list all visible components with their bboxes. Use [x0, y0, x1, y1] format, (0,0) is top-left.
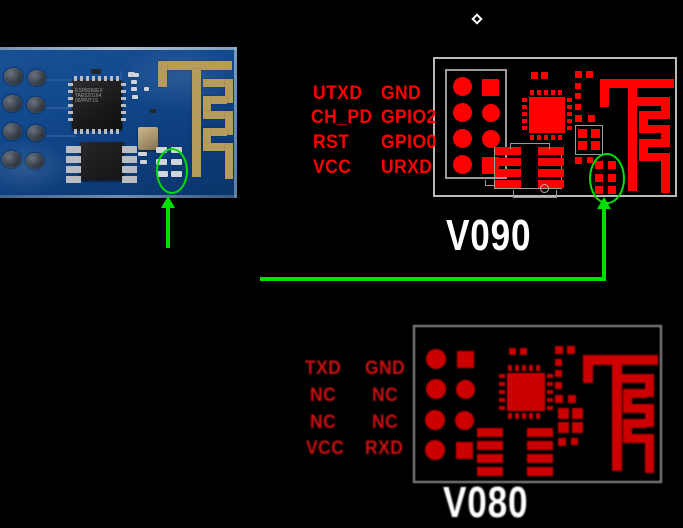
v080-pad-nc4 [455, 411, 474, 430]
highlight-connector-line [260, 277, 604, 281]
v090-pad-chpd [453, 103, 472, 122]
v090-pin-label-right-0: GND [381, 83, 422, 104]
v090-board-outline [433, 57, 677, 198]
v090-pad-utxd [453, 77, 472, 96]
v090-pad-gnd [482, 79, 499, 96]
v080-pin-label-left-2: NC [310, 412, 337, 433]
v090-pin-label-left-2: RST [313, 132, 350, 153]
v080-pad-gnd [457, 351, 474, 368]
v080-pin-label-left-1: NC [310, 385, 337, 406]
v090-qfn-body [529, 97, 565, 133]
v080-pad-vcc [425, 440, 445, 460]
v090-pad-arrow-head [597, 197, 611, 209]
v090-header-outline [445, 69, 507, 179]
v090-pin-label-left-3: VCC [313, 157, 352, 178]
v080-pad-txd [426, 349, 446, 369]
v090-antenna [600, 79, 674, 88]
v090-pin-label-right-2: GPIO0 [381, 132, 437, 153]
v090-pin-label-right-3: URXD [381, 157, 433, 178]
v090-pad-arrow-shaft [602, 205, 606, 249]
diamond-pointer-icon [471, 13, 484, 26]
v090-pad-rst [453, 129, 472, 148]
v090-pin-label-right-1: GPIO2 [381, 107, 437, 128]
photo-pad-highlight-ellipse [156, 148, 188, 194]
v080-antenna [583, 355, 658, 365]
photo-pad-arrow-shaft [166, 204, 170, 248]
v090-pad-gpio2 [482, 104, 500, 122]
v090-soic-pad [495, 147, 521, 155]
v080-pin-label-right-0: GND [365, 358, 406, 379]
v080-pin-label-left-3: VCC [306, 438, 345, 459]
v090-pin-label-left-1: CH_PD [311, 107, 373, 128]
v090-pad-vcc [453, 155, 472, 174]
v080-pin-label-left-0: TXD [305, 358, 342, 379]
v080-qfn-body [507, 373, 545, 411]
v080-pad-rxd [456, 442, 473, 459]
v090-pin-label-left-0: UTXD [313, 83, 363, 104]
v080-pad-nc2 [456, 380, 475, 399]
v080-pin-label-right-1: NC [372, 385, 399, 406]
v080-soic-pad [477, 428, 503, 437]
v080-pin-label-right-2: NC [372, 412, 399, 433]
v090-title: V090 [446, 211, 532, 260]
v090-pad-gpio0 [482, 130, 500, 148]
v080-pad-nc1 [426, 379, 446, 399]
photo-pad-arrow-head [161, 196, 175, 208]
v080-pad-nc3 [425, 410, 445, 430]
highlight-connector-riser [602, 249, 606, 281]
v080-board-outline [413, 325, 662, 483]
v080-pin-label-right-3: RXD [365, 438, 404, 459]
v080-title: V080 [443, 478, 529, 527]
